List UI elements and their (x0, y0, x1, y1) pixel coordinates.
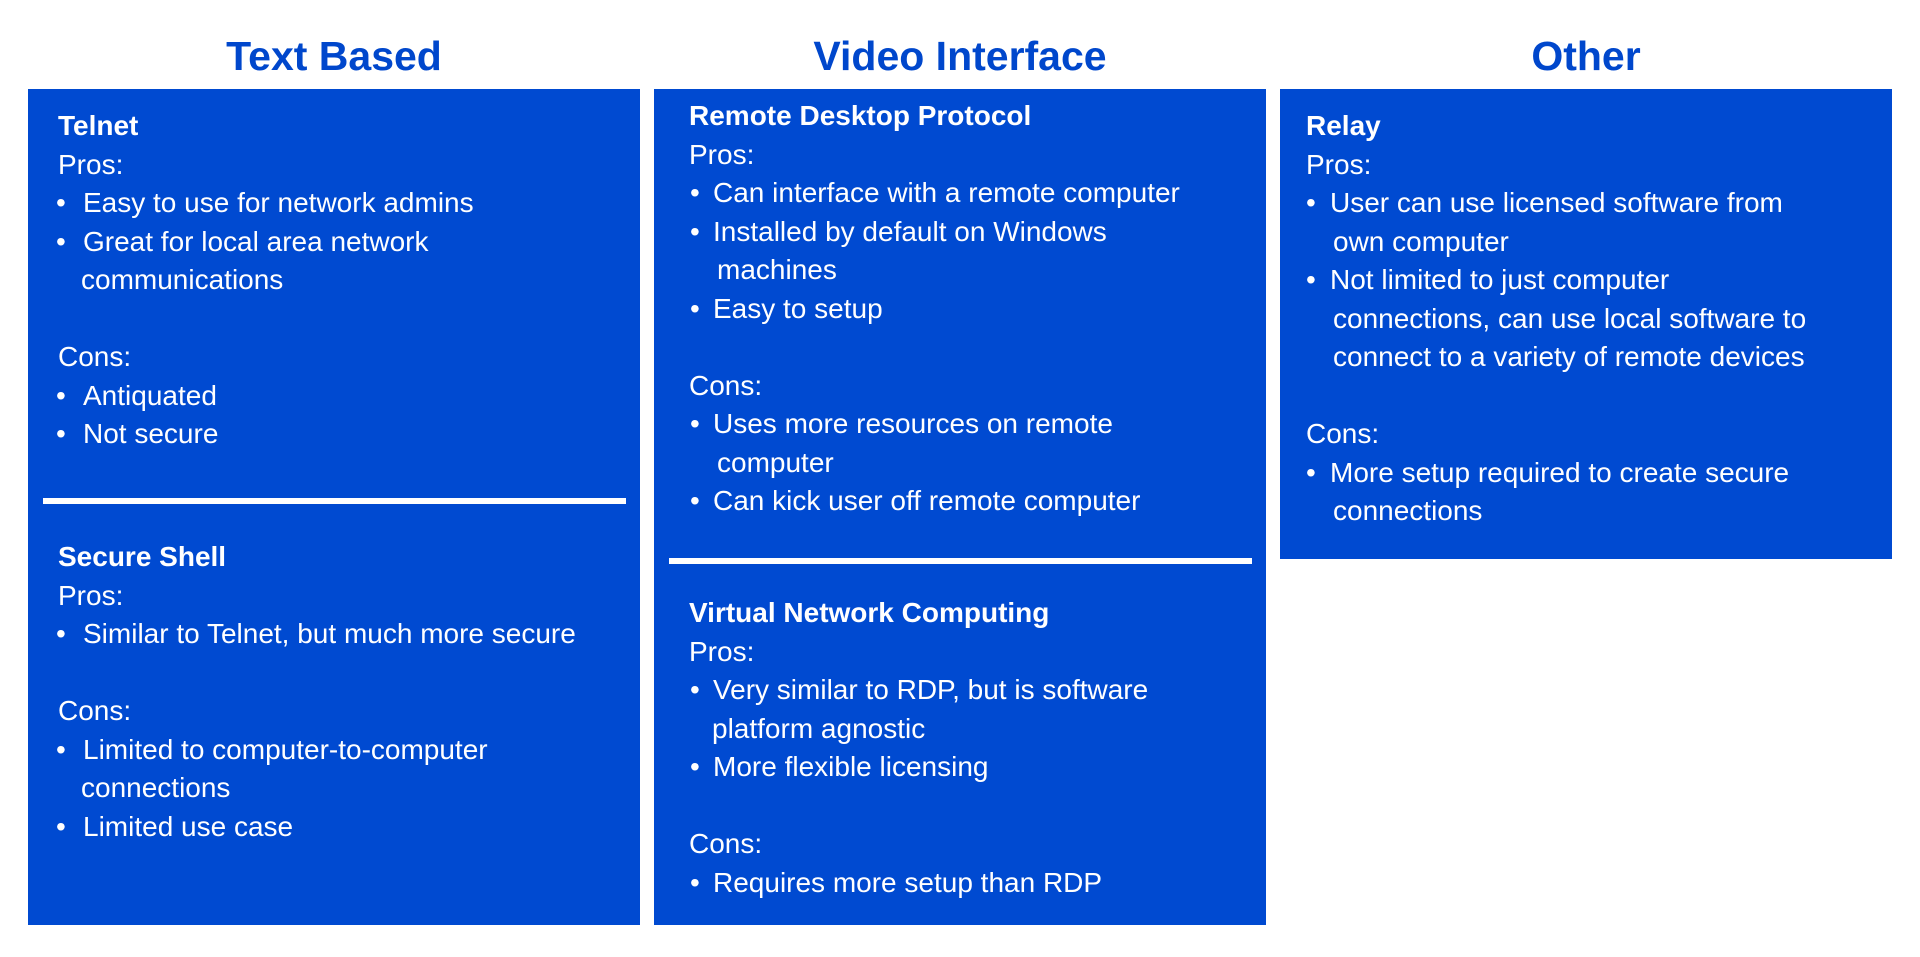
bullet-icon: • (690, 751, 700, 782)
cons-label: Cons: (1306, 418, 1380, 449)
pros-item: Installed by default on Windows (713, 215, 1107, 247)
bullet-icon: • (56, 810, 66, 842)
cons-item: Limited use case (83, 810, 294, 842)
bullet-icon: • (56, 733, 66, 765)
cons-item: Not secure (83, 418, 219, 449)
bullet-icon: • (690, 215, 700, 247)
section-name: Secure Shell (58, 541, 227, 572)
cons-item: connections (81, 772, 231, 803)
pros-item: platform agnostic (712, 712, 926, 744)
pros-item: communications (81, 264, 284, 295)
pros-item: machines (717, 254, 837, 285)
bullet-icon: • (690, 177, 700, 208)
pros-item: Easy to use for network admins (83, 187, 474, 218)
cons-item: Can kick user off remote computer (713, 485, 1141, 516)
pros-item: Very similar to RDP, but is software (713, 674, 1149, 705)
bullet-icon: • (56, 618, 66, 649)
section-divider (43, 498, 626, 504)
column-title-other: Other (1531, 33, 1641, 79)
cons-item: Uses more resources on remote (713, 408, 1113, 439)
bullet-icon: • (1306, 456, 1316, 488)
pros-item: connect to a variety of remote devices (1333, 341, 1805, 372)
bullet-icon: • (56, 187, 66, 218)
cons-label: Cons: (58, 695, 132, 726)
pros-item: Can interface with a remote computer (713, 177, 1180, 208)
section-name: Virtual Network Computing (689, 597, 1050, 628)
cons-item: connections (1333, 495, 1483, 526)
pros-item: connections, can use local software to (1333, 302, 1807, 334)
pros-item: own computer (1333, 225, 1509, 257)
bullet-icon: • (690, 674, 700, 705)
section-name: Telnet (58, 110, 139, 141)
column-title-text-based: Text Based (226, 33, 442, 79)
pros-item: User can use licensed software from (1330, 187, 1783, 218)
bullet-icon: • (56, 225, 66, 257)
pros-item: More flexible licensing (713, 751, 989, 782)
bullet-icon: • (56, 379, 66, 411)
cons-item: Limited to computer-to-computer (83, 733, 488, 765)
section-name: Remote Desktop Protocol (689, 100, 1032, 131)
bullet-icon: • (690, 292, 700, 324)
cons-label: Cons: (58, 341, 132, 372)
cons-item: Requires more setup than RDP (713, 866, 1103, 898)
pros-item: Not limited to just computer (1330, 264, 1670, 295)
pros-item: Great for local area network (83, 225, 429, 257)
pros-label: Pros: (689, 138, 755, 170)
section-divider (669, 558, 1252, 564)
cons-item: computer (717, 446, 834, 478)
bullet-icon: • (690, 866, 700, 898)
bullet-icon: • (690, 485, 700, 516)
cons-item: Antiquated (83, 379, 217, 411)
pros-label: Pros: (58, 579, 124, 611)
cons-item: More setup required to create secure (1330, 456, 1790, 488)
pros-item: Similar to Telnet, but much more secure (83, 618, 576, 649)
pros-label: Pros: (1306, 148, 1372, 180)
pros-label: Pros: (689, 635, 755, 667)
pros-item: Easy to setup (713, 292, 883, 324)
cons-label: Cons: (689, 828, 763, 859)
bullet-icon: • (690, 408, 700, 439)
pros-label: Pros: (58, 148, 124, 180)
column-title-video-interface: Video Interface (813, 33, 1107, 79)
bullet-icon: • (1306, 187, 1316, 218)
cons-label: Cons: (689, 369, 763, 401)
section-name: Relay (1306, 110, 1381, 141)
bullet-icon: • (1306, 264, 1316, 295)
bullet-icon: • (56, 418, 66, 449)
